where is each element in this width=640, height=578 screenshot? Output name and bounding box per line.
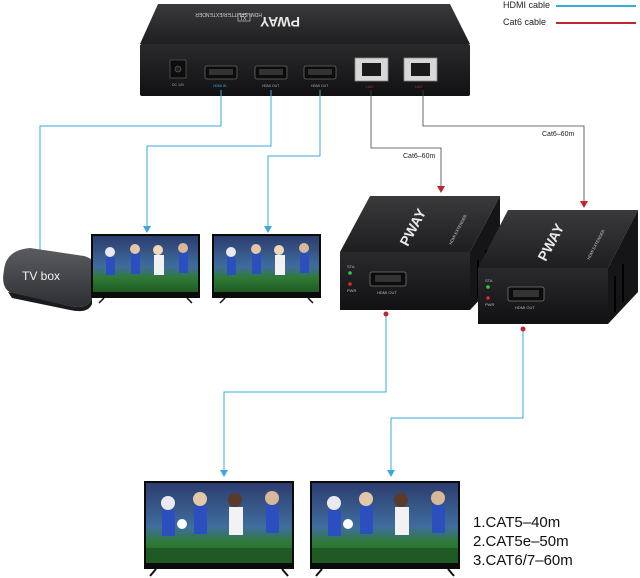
splitter-device: PWAY HDMI SPLITTER/EXTENDER TX DC 12V HD… xyxy=(140,4,470,96)
hdmi-cable-tvbox xyxy=(39,90,222,250)
hdmi-cable-rx-1 xyxy=(223,316,387,472)
receiver-1-pwr-led xyxy=(348,282,352,286)
receiver-2: PWAY HDMI EXTENDER STA PWR HDMI OUT xyxy=(478,210,638,324)
hdmi-cable-rx-2 xyxy=(390,331,524,472)
legend-cat6-label: Cat6 cable xyxy=(503,17,547,27)
port-label-hdmi-out-1: HDMI OUT xyxy=(262,84,280,88)
tv-bottom-left xyxy=(144,481,294,577)
receiver-1-sta-led xyxy=(348,271,352,275)
spec-cat5: 1.CAT5–40m xyxy=(473,514,561,531)
tv-top-right xyxy=(212,234,321,304)
splitter-brand: PWAY xyxy=(259,14,300,30)
spec-cat6-7: 3.CAT6/7–60m xyxy=(473,552,573,569)
receiver-2-port-label: HDMI OUT xyxy=(515,305,535,310)
hdmi-cable-out-2 xyxy=(267,90,321,228)
receiver-1: PWAY HDMI EXTENDER STA PWR HDMI OUT xyxy=(340,196,500,310)
tv-box: TV box xyxy=(3,248,97,312)
splitter-tx-badge: TX xyxy=(240,16,247,22)
cat6-label-left: Cat6–60m xyxy=(403,153,435,160)
receiver-1-pwr-label: PWR xyxy=(347,288,356,293)
port-label-lan-1: LAN xyxy=(366,85,373,89)
port-label-lan-2: LAN xyxy=(415,85,422,89)
hdmi-cable-out-1 xyxy=(146,90,272,228)
spec-cat5e: 2.CAT5e–50m xyxy=(473,533,569,550)
port-label-dc: DC 12V xyxy=(172,83,185,87)
receiver-2-pwr-label: PWR xyxy=(485,302,494,307)
port-label-hdmi-out-2: HDMI OUT xyxy=(311,84,329,88)
tv-top-left xyxy=(91,234,200,304)
cat6-label-right: Cat6–60m xyxy=(542,131,574,138)
receiver-1-sta-label: STA xyxy=(347,264,355,269)
receiver-1-port-label: HDMI OUT xyxy=(377,290,397,295)
receiver-2-sta-led xyxy=(486,285,490,289)
splitter-model-text: HDMI SPLITTER/EXTENDER xyxy=(195,11,262,17)
tv-bottom-right xyxy=(310,481,460,577)
cat6-cable-right xyxy=(422,90,585,203)
receiver-2-pwr-led xyxy=(486,296,490,300)
port-label-hdmi-in: HDMI IN xyxy=(213,84,227,88)
receiver-2-sta-label: STA xyxy=(485,278,493,283)
cables xyxy=(37,90,588,477)
cat6-cable-left xyxy=(370,90,442,188)
legend-hdmi-label: HDMI cable xyxy=(503,0,551,10)
tv-box-label: TV box xyxy=(22,269,60,283)
cable-spec-list: 1.CAT5–40m 2.CAT5e–50m 3.CAT6/7–60m xyxy=(473,513,573,570)
